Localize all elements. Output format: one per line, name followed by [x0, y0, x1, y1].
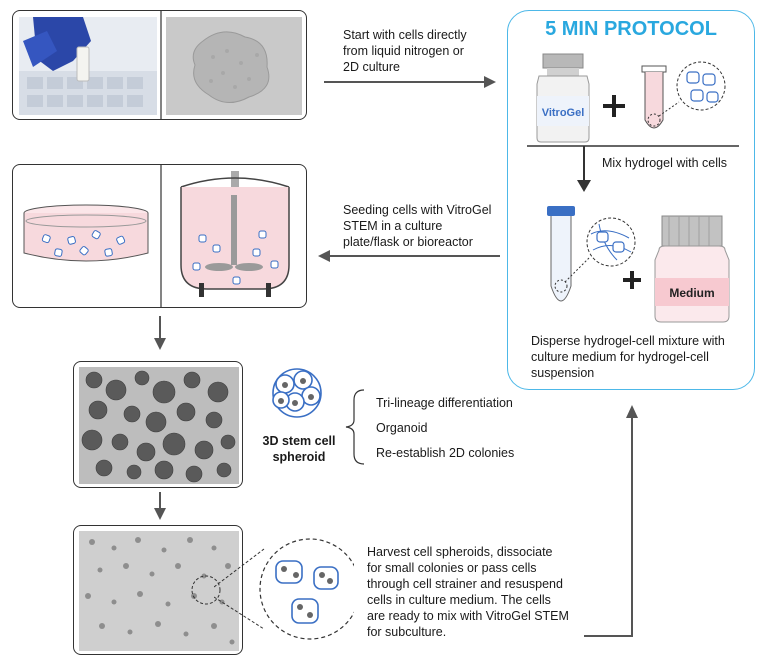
start-cells-panel — [12, 10, 307, 120]
spheroid-label: 3D stem cell spheroid — [262, 434, 336, 464]
seeding-illustration — [23, 165, 290, 307]
protocol-illustrations: VitroGel Medium — [527, 53, 739, 323]
seeding-text: Seeding cells with VitroGel STEM in a cu… — [343, 203, 492, 249]
mix-step-text: Mix hydrogel with cells — [602, 156, 728, 170]
dish-cells — [41, 230, 126, 257]
spheroid-photo — [79, 367, 239, 484]
vitrogel-vial-label: VitroGel — [542, 107, 585, 119]
seeding-panel — [12, 164, 307, 308]
spheroid-cluster-icon — [272, 368, 322, 418]
protocol-title: 5 MIN PROTOCOL — [545, 18, 717, 40]
harvest-photo-panel — [73, 525, 243, 655]
bioreactor-cells — [192, 230, 279, 285]
outcome-organoid: Organoid — [376, 421, 428, 435]
harvest-text: Harvest cell spheroids, dissociate for s… — [367, 545, 569, 639]
start-text: Start with cells directly from liquid ni… — [343, 28, 467, 74]
arrow-harvest-to-protocol — [584, 416, 633, 637]
medium-bottle-label: Medium — [669, 286, 714, 300]
protocol-box — [507, 10, 755, 390]
start-cells-illustration — [19, 11, 302, 119]
disperse-step-text: Disperse hydrogel-cell mixture with cult… — [531, 334, 725, 380]
outcome-tri-lineage: Tri-lineage differentiation — [376, 396, 513, 410]
outcome-bracket — [345, 389, 365, 465]
outcome-2d-colonies: Re-establish 2D colonies — [376, 446, 515, 460]
harvest-zoom-icon — [214, 538, 354, 640]
spheroid-photo-panel — [73, 361, 243, 488]
